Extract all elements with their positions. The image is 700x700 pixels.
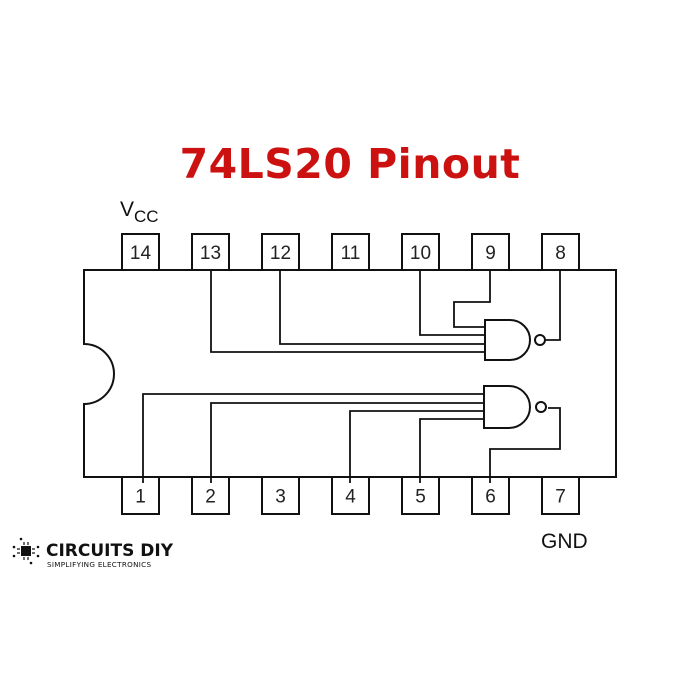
wire-pin8 (546, 270, 561, 341)
nand-gate-1 (484, 319, 531, 361)
nand-gate-2 (483, 385, 531, 429)
bottom-pin-7-box (541, 476, 580, 515)
top-pin-10-box (401, 233, 440, 271)
wire-pin5 (419, 418, 484, 483)
bottom-pin-3-label: 3 (275, 487, 286, 508)
nand-gate-1-bubble (534, 334, 546, 346)
bottom-pin-4-label: 4 (345, 487, 356, 508)
page-title: 74LS20 Pinout (179, 140, 521, 188)
top-pin-9-label: 9 (485, 243, 496, 264)
ic-body (83, 269, 617, 478)
top-pin-13-label: 13 (200, 243, 221, 264)
logo: CIRCUITS DIY SIMPLIFYING ELECTRONICS (12, 537, 174, 569)
bottom-pin-3-box (261, 476, 300, 515)
wire-pin1 (142, 393, 484, 483)
wire-pin10 (419, 270, 485, 336)
top-pin-12-box (261, 233, 300, 271)
logo-name: CIRCUITS DIY (46, 541, 174, 561)
top-pin-11-box (331, 233, 370, 271)
top-pin-8-label: 8 (555, 243, 566, 264)
top-pin-8-box (541, 233, 580, 271)
bottom-pin-2-label: 2 (205, 487, 216, 508)
bottom-pin-1-box (121, 476, 160, 515)
chip-icon (12, 537, 40, 565)
top-pin-12-label: 12 (270, 243, 291, 264)
bottom-pin-7-label: 7 (555, 487, 566, 508)
wiring (142, 270, 561, 483)
bottom-pin-4-box (331, 476, 370, 515)
wire-pin9 (453, 270, 491, 328)
wire-pin13 (210, 270, 485, 353)
top-pin-10-label: 10 (410, 243, 431, 264)
bottom-pin-2-box (191, 476, 230, 515)
top-pin-14-box (121, 233, 160, 271)
bottom-pin-5-label: 5 (415, 487, 426, 508)
wire-pin4 (349, 410, 484, 483)
logo-tagline: SIMPLIFYING ELECTRONICS (47, 560, 151, 569)
bottom-pin-6-label: 6 (485, 487, 496, 508)
nand-gate-2-bubble (535, 401, 547, 413)
top-pin-14-label: 14 (130, 243, 152, 264)
wire-pin2 (210, 402, 484, 483)
vcc-label: VCC (120, 198, 159, 226)
wire-pin6 (489, 407, 561, 483)
top-pin-11-label: 11 (341, 243, 361, 264)
bottom-pin-1-label: 1 (135, 487, 146, 508)
top-pin-9-box (471, 233, 510, 271)
wire-pin12 (279, 270, 485, 345)
gnd-label: GND (541, 530, 588, 553)
